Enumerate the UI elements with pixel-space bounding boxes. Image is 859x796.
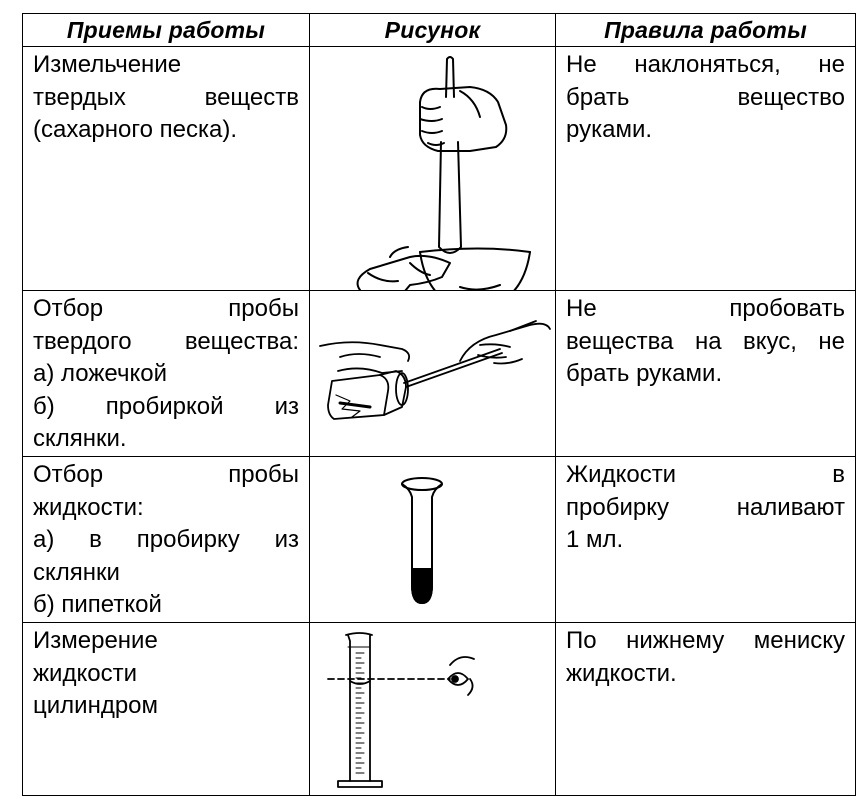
rule-cell: По нижнему мениску жидкости.: [555, 621, 856, 796]
test-tube-illustration: [401, 476, 443, 604]
rule-line: брать вещество: [566, 83, 845, 111]
header-row: Приемы работы Рисунок Правила работы: [22, 13, 856, 47]
rule-line: По нижнему мениску: [566, 626, 845, 654]
technique-cell: Отбор пробы жидкости: а) в пробирку из с…: [22, 455, 310, 623]
technique-line: Отбор пробы: [33, 460, 299, 488]
technique-cell: Измерение жидкости цилиндром: [22, 621, 310, 796]
technique-line: а) ложечкой: [33, 360, 167, 388]
measuring-cylinder-illustration: [327, 632, 475, 788]
technique-line: склянки.: [33, 425, 127, 453]
rule-line: пробирку наливают: [566, 493, 845, 521]
technique-line: Измельчение: [33, 51, 182, 78]
rule-line: Не пробовать: [566, 295, 845, 322]
rule-line: Жидкости в: [566, 460, 845, 488]
technique-line: Измерение: [33, 626, 158, 654]
technique-line: б) пробиркой из: [33, 392, 299, 420]
technique-line: (сахарного песка).: [33, 116, 237, 144]
technique-line: твердого вещества:: [33, 327, 299, 355]
technique-line: а) в пробирку из: [33, 526, 299, 554]
figure-cell: [309, 621, 556, 796]
rule-cell: Жидкости в пробирку наливают 1 мл.: [555, 455, 856, 623]
technique-line: склянки: [33, 558, 120, 586]
rule-line: вещества на вкус, не: [566, 327, 845, 355]
figure-cell: [309, 46, 556, 291]
rule-cell: Не наклоняться, не брать вещество руками…: [555, 46, 856, 291]
rule-line: 1 мл.: [566, 526, 624, 554]
header-techniques: Приемы работы: [22, 13, 310, 47]
technique-line: жидкости:: [33, 493, 144, 521]
table-row: Измельчение твердых веществ (сахарного п…: [22, 46, 856, 291]
rule-line: брать руками.: [566, 360, 723, 388]
spoon-and-jar-illustration: [319, 320, 551, 420]
table-row: Отбор пробы жидкости: а) в пробирку из с…: [22, 455, 856, 623]
rule-cell: Не пробовать вещества на вкус, не брать …: [555, 290, 856, 457]
technique-line: твердых веществ: [33, 83, 299, 111]
mortar-and-pestle-illustration: [356, 56, 531, 290]
header-figure: Рисунок: [309, 13, 556, 47]
technique-line: Отбор пробы: [33, 295, 299, 322]
figure-cell: [309, 290, 556, 457]
technique-line: б) пипеткой: [33, 591, 162, 619]
technique-line: жидкости: [33, 659, 137, 687]
rule-line: жидкости.: [566, 659, 677, 687]
technique-cell: Отбор пробы твердого вещества: а) ложечк…: [22, 290, 310, 457]
technique-cell: Измельчение твердых веществ (сахарного п…: [22, 46, 310, 291]
table-row: Отбор пробы твердого вещества: а) ложечк…: [22, 290, 856, 457]
table-row: Измерение жидкости цилиндром: [22, 621, 856, 796]
rule-line: руками.: [566, 116, 653, 144]
rule-line: Не наклоняться, не: [566, 51, 845, 78]
technique-line: цилиндром: [33, 692, 159, 720]
header-rules: Правила работы: [555, 13, 856, 47]
lab-techniques-table: Приемы работы Рисунок Правила работы Изм…: [22, 13, 856, 796]
figure-cell: [309, 455, 556, 623]
